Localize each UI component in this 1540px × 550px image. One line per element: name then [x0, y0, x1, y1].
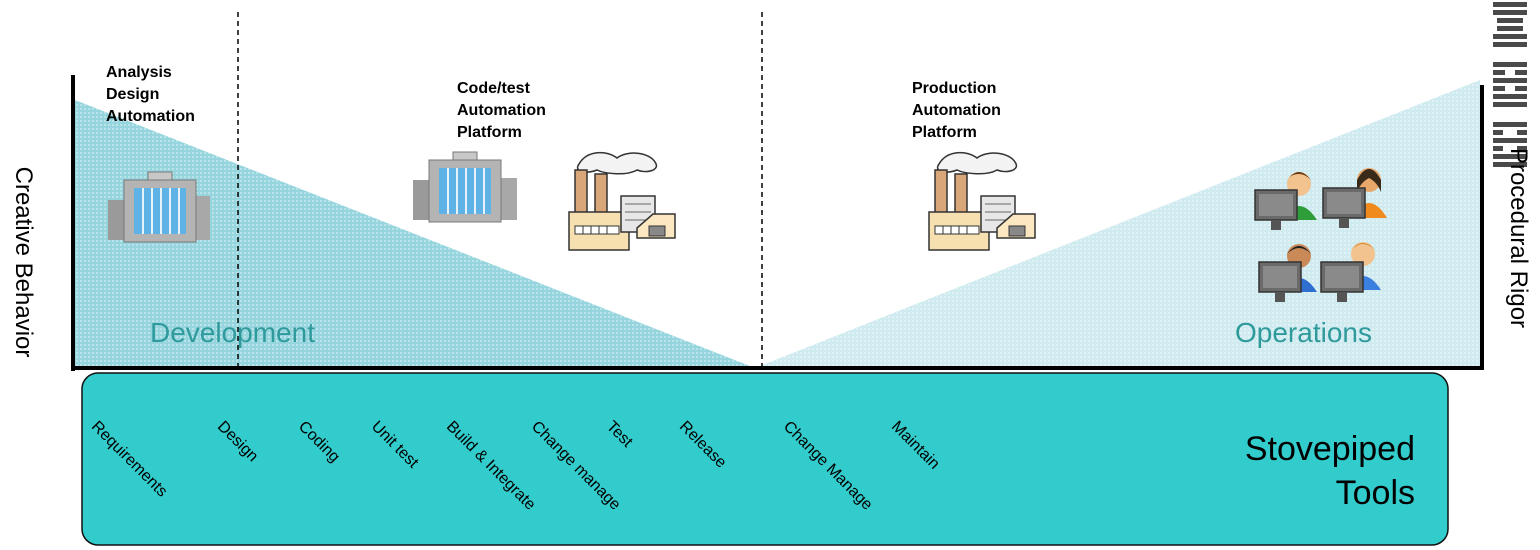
- phase-label-code-test: Code/test Automation Platform: [457, 78, 546, 144]
- phase-label-line: Design: [106, 86, 160, 103]
- factory-icon: [568, 151, 676, 251]
- phase-label-line: Analysis: [106, 64, 172, 81]
- left-axis-label: Creative Behavior: [10, 166, 37, 358]
- tools-bar: [81, 372, 1449, 546]
- office-building-icon: [108, 171, 210, 243]
- ibm-logo-icon: [1493, 0, 1527, 190]
- phase-label-line: Automation: [912, 102, 1001, 119]
- phase-label-line: Code/test: [457, 80, 530, 97]
- phase-label-line: Production: [912, 80, 997, 97]
- development-area-texture: [75, 100, 755, 368]
- tools-bar-title: Stovepiped Tools: [1245, 427, 1415, 515]
- operations-label: Operations: [1235, 317, 1372, 348]
- phase-label-line: Automation: [457, 102, 546, 119]
- phase-label-line: Automation: [106, 108, 195, 125]
- right-axis: [1480, 85, 1484, 370]
- operations-area-texture: [755, 80, 1480, 368]
- tools-bar-title-line: Stovepiped: [1244, 430, 1415, 468]
- left-axis: [71, 75, 75, 371]
- office-building-icon: [413, 151, 517, 223]
- tools-bar-title-line: Tools: [1335, 474, 1415, 512]
- development-label: Development: [150, 317, 315, 348]
- right-axis-label: Procedural Rigor: [1505, 147, 1532, 329]
- baseline-axis: [71, 366, 1484, 370]
- phase-label-production: Production Automation Platform: [912, 78, 1001, 144]
- phase-label-line: Platform: [457, 124, 522, 141]
- factory-icon: [928, 151, 1036, 251]
- phase-label-line: Platform: [912, 124, 977, 141]
- operators-at-computers-icon: [1254, 168, 1387, 302]
- phase-label-analysis: Analysis Design Automation: [106, 62, 195, 128]
